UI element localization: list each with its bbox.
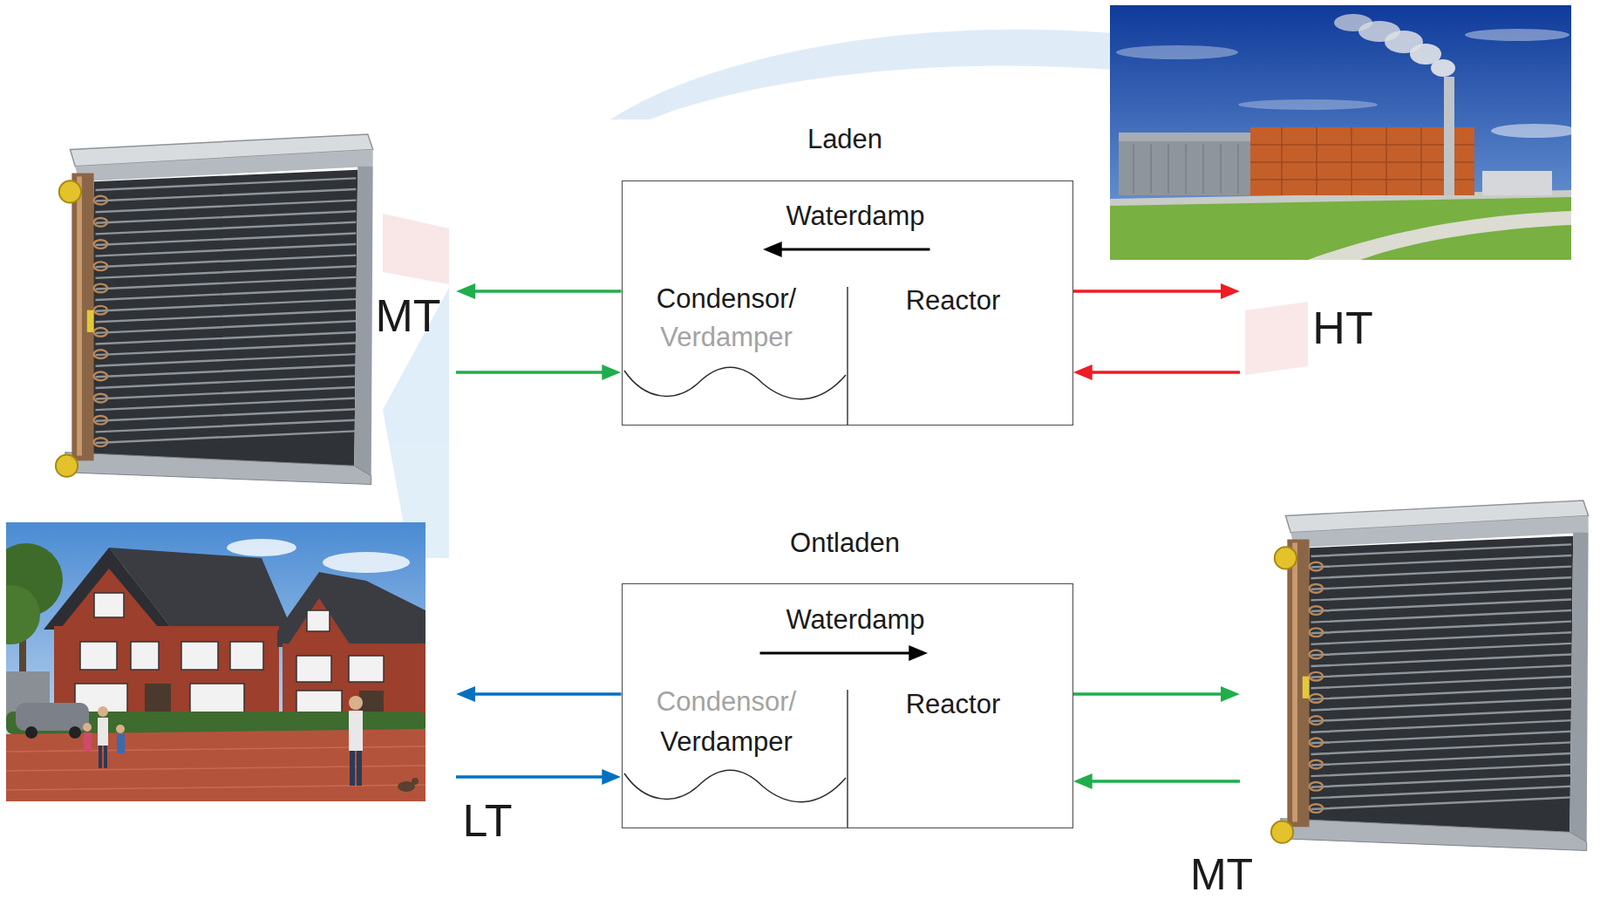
house-illustration bbox=[115, 724, 125, 734]
house-illustration bbox=[6, 585, 41, 645]
house-illustration bbox=[348, 695, 363, 710]
house-illustration bbox=[277, 571, 426, 647]
factory-illustration bbox=[1482, 170, 1553, 196]
factory-illustration bbox=[1109, 5, 1572, 260]
factory-illustration bbox=[1238, 99, 1378, 110]
house-illustration bbox=[98, 745, 103, 769]
flow-arrow bbox=[456, 370, 605, 375]
flow-arrow bbox=[1090, 779, 1241, 783]
house-illustration bbox=[97, 717, 109, 746]
flow-arrow bbox=[780, 248, 931, 252]
flow-arrow bbox=[1090, 370, 1241, 375]
radiator-unit: MT bbox=[53, 132, 457, 496]
water-surface bbox=[624, 367, 846, 802]
temperature-label: MT bbox=[1190, 851, 1253, 899]
compartment-label: Reactor bbox=[905, 689, 1001, 720]
flow-arrow bbox=[1073, 692, 1224, 696]
factory-illustration bbox=[1307, 211, 1572, 260]
house-illustration bbox=[411, 777, 419, 785]
house-illustration bbox=[15, 702, 89, 731]
factory-illustration bbox=[1133, 143, 1256, 194]
flow-label: Waterdamp bbox=[785, 201, 925, 232]
house-illustration bbox=[322, 551, 410, 573]
box-heading: Ontladen bbox=[789, 528, 900, 559]
house-illustration bbox=[25, 726, 38, 739]
compartment-label: Condensor/ bbox=[656, 284, 797, 314]
house-illustration bbox=[356, 750, 362, 786]
flow-arrow bbox=[456, 775, 605, 779]
house-illustration bbox=[348, 655, 384, 682]
house-illustration bbox=[6, 746, 426, 790]
compartment-label: Reactor bbox=[905, 285, 1001, 316]
heat-source: HT bbox=[1239, 261, 1572, 402]
compartment-label: Verdamper bbox=[660, 322, 793, 353]
house-illustration bbox=[230, 641, 264, 670]
temperature-label: LT bbox=[462, 796, 513, 846]
house-illustration bbox=[306, 610, 330, 632]
flow-arrow bbox=[473, 289, 622, 293]
house-illustration bbox=[80, 641, 117, 670]
background-decoration bbox=[382, 213, 450, 285]
house-illustration bbox=[130, 641, 159, 670]
house-illustration bbox=[97, 706, 109, 717]
house-illustration bbox=[116, 734, 125, 754]
house-illustration bbox=[6, 522, 426, 802]
house-illustration bbox=[83, 732, 92, 752]
house-consumer: LT bbox=[6, 522, 457, 802]
connector-group bbox=[456, 249, 1240, 782]
factory-illustration bbox=[1491, 123, 1572, 138]
background-decoration bbox=[610, 29, 1113, 120]
flow-arrow bbox=[473, 692, 622, 696]
water-surface bbox=[624, 769, 846, 802]
temperature-label: MT bbox=[374, 291, 441, 341]
house-illustration bbox=[349, 750, 355, 786]
factory-illustration bbox=[1334, 13, 1373, 32]
radiator-illustration bbox=[1271, 500, 1589, 852]
radiator-illustration bbox=[55, 134, 374, 485]
radiator-unit: MT bbox=[1239, 497, 1598, 852]
compartment-divider bbox=[846, 286, 849, 426]
factory-illustration bbox=[1464, 28, 1570, 41]
house-illustration bbox=[94, 592, 124, 618]
flow-arrow bbox=[760, 652, 912, 655]
house-illustration bbox=[226, 538, 297, 557]
house-illustration bbox=[61, 568, 159, 628]
factory-illustration bbox=[1443, 76, 1455, 196]
house-illustration bbox=[103, 745, 108, 769]
compartment-label: Verdamper bbox=[660, 727, 793, 757]
factory-illustration bbox=[1250, 127, 1475, 196]
house-illustration bbox=[287, 598, 351, 646]
house-illustration bbox=[181, 641, 218, 670]
house-illustration bbox=[190, 683, 245, 715]
compartment-divider bbox=[846, 689, 849, 829]
flow-arrow bbox=[1073, 289, 1224, 293]
house-illustration bbox=[296, 655, 332, 682]
house-illustration bbox=[6, 522, 426, 802]
house-illustration bbox=[348, 710, 363, 751]
house-illustration bbox=[68, 726, 82, 739]
factory-illustration bbox=[1250, 127, 1475, 196]
factory-illustration bbox=[1116, 45, 1239, 60]
house-illustration bbox=[82, 722, 92, 732]
temperature-label: HT bbox=[1312, 303, 1373, 354]
flow-label: Waterdamp bbox=[785, 605, 925, 635]
compartment-label: Condensor/ bbox=[656, 687, 797, 717]
water-surface bbox=[624, 367, 846, 399]
background-decoration bbox=[1245, 301, 1308, 375]
box-heading: Laden bbox=[807, 124, 883, 155]
